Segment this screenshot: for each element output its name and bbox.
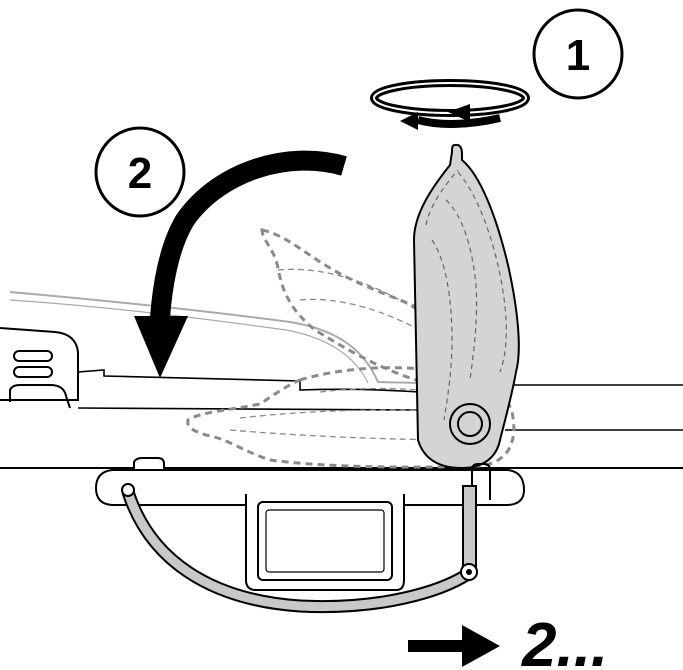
step-1-number: 1 — [566, 31, 590, 80]
device-body — [0, 291, 683, 431]
tray-strut — [462, 485, 477, 575]
device-slot-1 — [13, 350, 53, 362]
continuation: 2... — [408, 611, 608, 670]
upright-flap — [412, 143, 520, 470]
tray-tab — [133, 457, 165, 470]
tray-window — [257, 501, 393, 581]
tray-body — [94, 469, 526, 506]
device-slot-2 — [13, 366, 53, 378]
rotate-arrow-icon — [370, 79, 530, 130]
base-tray — [94, 457, 526, 614]
right-arrow-icon — [408, 625, 500, 667]
flap-shape — [412, 143, 520, 470]
curved-arrow-icon — [134, 150, 347, 378]
continuation-label: 2... — [521, 611, 608, 670]
step-1-badge: 1 — [532, 8, 624, 100]
device-left-unit — [0, 327, 79, 401]
device-rail — [77, 369, 421, 393]
step-2-badge: 2 — [94, 126, 186, 218]
step-2-number: 2 — [128, 149, 152, 198]
